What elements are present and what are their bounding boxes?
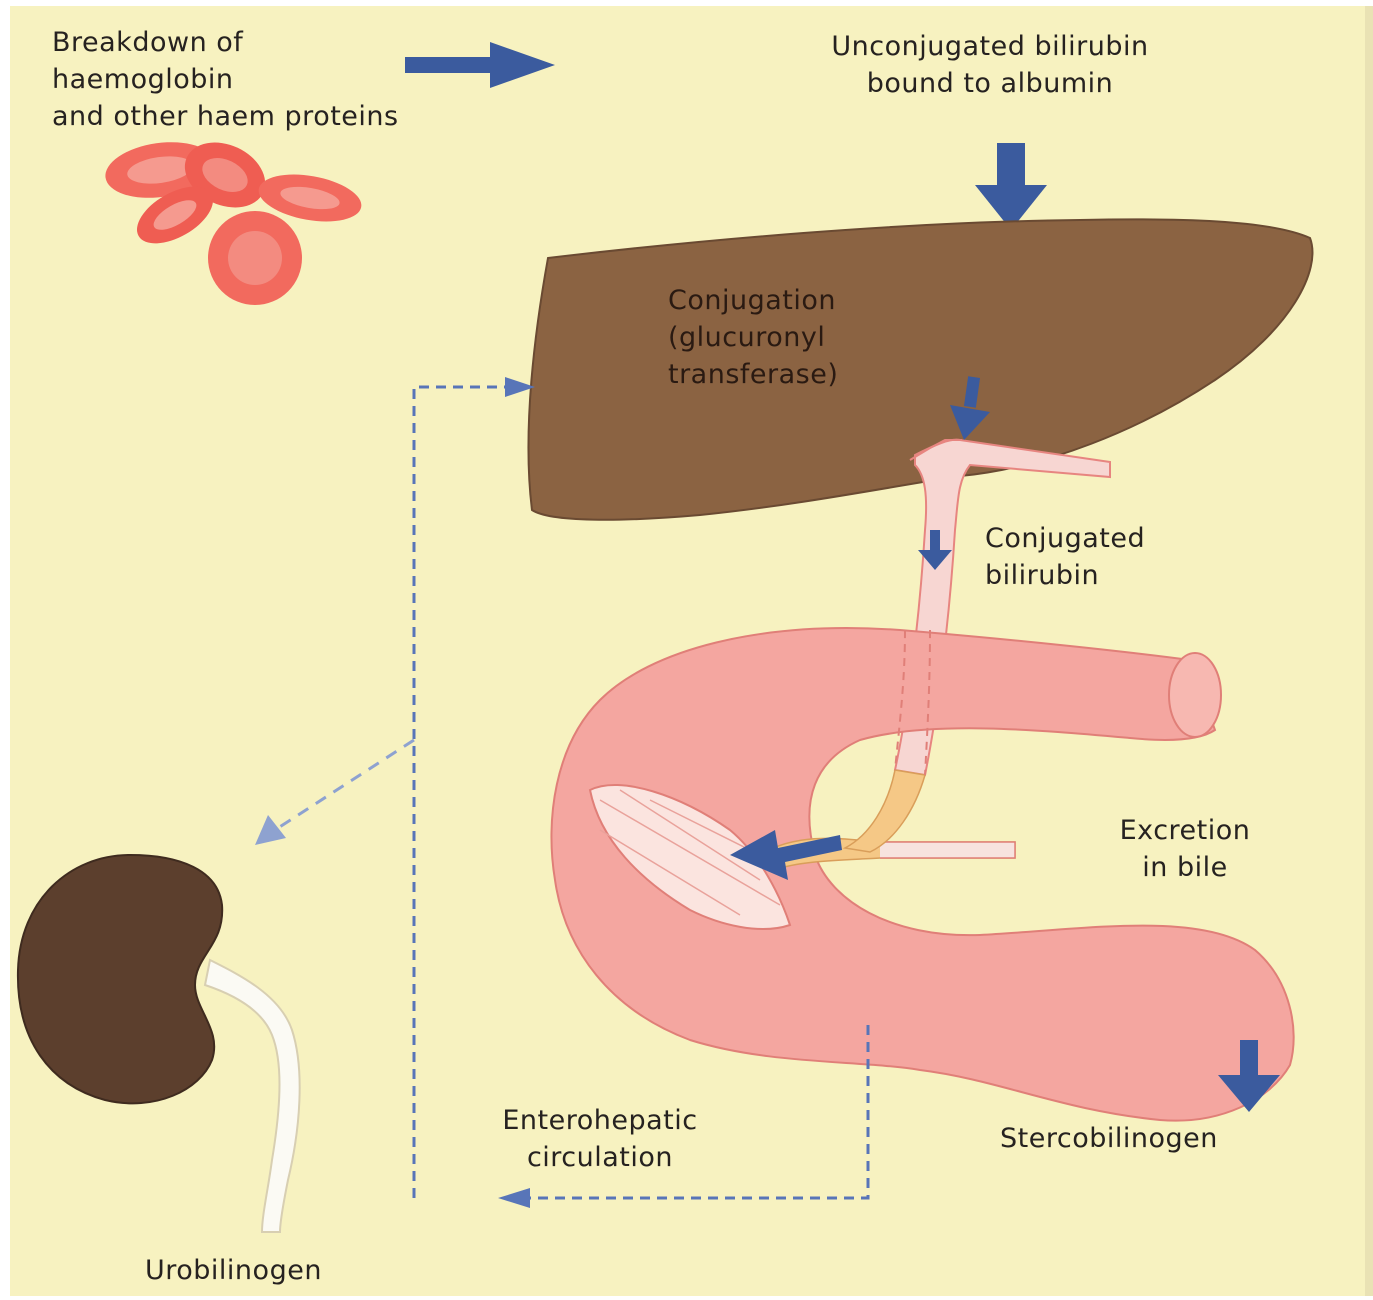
label-stercobilinogen: Stercobilinogen (1000, 1120, 1218, 1157)
label-enterohepatic-circulation: Enterohepatic circulation (440, 1102, 760, 1176)
arrow-to-kidney-icon (255, 815, 286, 845)
label-excretion-in-bile: Excretion in bile (1070, 812, 1300, 886)
label-unconjugated-bilirubin: Unconjugated bilirubin bound to albumin (740, 28, 1240, 102)
red-cell-5 (208, 211, 302, 305)
intestine-opening (1169, 653, 1221, 737)
kidney (18, 855, 300, 1232)
ureter (205, 960, 300, 1232)
kidney-shape (18, 855, 222, 1103)
label-conjugation: Conjugation (glucuronyl transferase) (668, 282, 838, 393)
loop-arrow-left-icon (498, 1188, 530, 1208)
label-breakdown: Breakdown of haemoglobin and other haem … (52, 24, 399, 135)
red-blood-cells (102, 130, 365, 305)
arrow-right-icon (405, 42, 555, 88)
arrow-down-icon (975, 143, 1047, 230)
label-conjugated-bilirubin: Conjugated bilirubin (985, 520, 1145, 594)
label-urobilinogen: Urobilinogen (145, 1252, 322, 1289)
